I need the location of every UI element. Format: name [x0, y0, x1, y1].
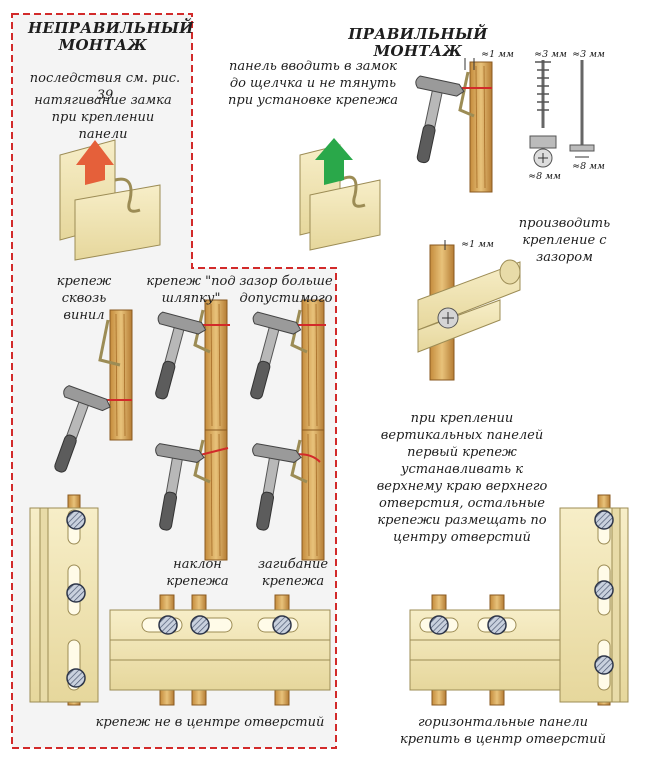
insert-panel-label: панель вводить в замок до щелчка и не тя… — [228, 59, 399, 108]
right-panel-illustration — [299, 138, 381, 251]
right-fastener-illustration — [399, 58, 493, 193]
gap-1mm-label: ≈1 мм — [481, 49, 514, 60]
wrong-title: НЕПРАВИЛЬНЫЙ МОНТАЖ — [28, 19, 194, 54]
right-vertical-panel — [559, 494, 629, 706]
lock-pull-label: натягивание замка при креплении панели — [34, 93, 172, 142]
tilt-label: наклон крепежа — [166, 557, 229, 589]
through-vinyl-label: крепеж сквозь винил — [56, 274, 112, 323]
nail-8mm-label: ≈8 мм — [572, 161, 605, 172]
horizontal-note-label: горизонтальные панели крепить в центр от… — [400, 715, 606, 747]
arrow-up-icon — [315, 138, 353, 185]
vertical-note-label: при креплении вертикальных панелей первы… — [376, 411, 548, 545]
fastener-through-vinyl-illustration — [36, 309, 133, 481]
wrong-panel-illustration — [59, 139, 161, 261]
screw-nail-dimensions — [529, 60, 595, 168]
off-center-label: крепеж не в центре отверстий — [95, 715, 325, 730]
right-gap-illustration — [417, 240, 521, 381]
wrong-horizontal-panel — [109, 594, 331, 706]
fastener-bend-illustration — [238, 429, 325, 561]
gap-too-big-illustration — [232, 299, 326, 431]
gap-too-big-label: зазор больше допустимого — [239, 274, 333, 306]
bend-label: загибание крепежа — [257, 557, 329, 589]
wrong-vertical-panel — [29, 494, 99, 706]
with-gap-label: производить крепление с зазором — [518, 216, 611, 265]
right-title: ПРАВИЛЬНЫЙ МОНТАЖ — [348, 25, 488, 60]
right-gap-1mm-label: ≈1 мм — [461, 239, 494, 250]
screw-head-3mm-label: ≈3 мм — [534, 49, 567, 60]
see-ref-label: последствия см. рис. 39 — [29, 71, 181, 103]
arrow-up-icon — [76, 140, 114, 185]
fastener-under-head-illustration — [137, 299, 230, 431]
under-head-label: крепеж "под шляпку" — [146, 274, 236, 306]
right-horizontal-panel — [409, 594, 561, 706]
screw-8mm-label: ≈8 мм — [528, 171, 561, 182]
fastener-tilt-illustration — [141, 429, 229, 561]
nail-head-3mm-label: ≈3 мм — [572, 49, 605, 60]
